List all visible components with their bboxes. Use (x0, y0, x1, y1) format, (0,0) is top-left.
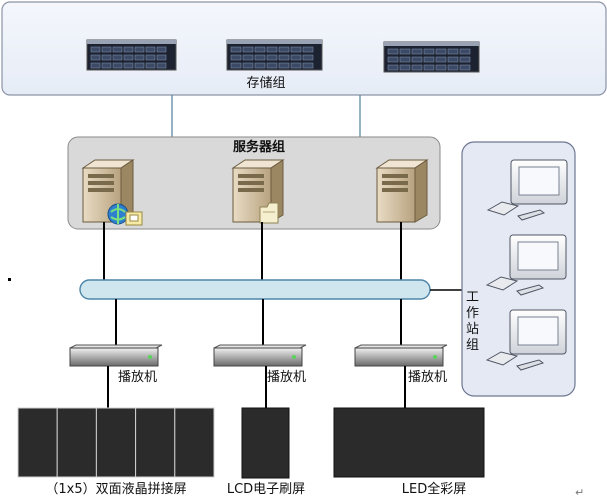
media-player-icon (213, 344, 307, 367)
workstation-icon (485, 234, 567, 296)
splice-panel (17, 407, 58, 478)
server-tower-icon (375, 159, 429, 223)
dot-mark (8, 278, 11, 281)
player-label: 播放机 (408, 370, 448, 385)
media-player-icon (69, 344, 163, 367)
folder-icon (259, 202, 279, 224)
splice-panel (95, 407, 137, 478)
workstation-label-char: 作 (466, 306, 480, 321)
workstation-label-char: 工 (466, 290, 480, 305)
led-display-label: LED全彩屏 (401, 482, 467, 497)
storage-array-icon (226, 39, 323, 71)
server-group-label: 服务器组 (232, 140, 286, 155)
workstation-icon (485, 309, 567, 371)
splice-wall-screen (17, 407, 215, 478)
splice-panel (135, 407, 176, 478)
media-player-icon (354, 344, 448, 367)
globe-folder-icon (107, 203, 143, 226)
storage-array-icon (383, 41, 480, 73)
storage-group-label: 存储组 (246, 76, 286, 91)
player-label: 播放机 (118, 370, 158, 385)
storage-array-icon (86, 39, 177, 71)
workstation-label-char: 组 (466, 338, 480, 353)
return-mark-icon: ↵ (575, 486, 584, 499)
splice-panel (174, 407, 215, 478)
player-label: 播放机 (267, 370, 307, 385)
lcd-display-screen (241, 407, 290, 479)
splice-wall-label: （1x5）双面液晶拼接屏 (45, 482, 187, 497)
lcd-display-label: LCD电子刷屏 (226, 482, 306, 497)
workstation-icon (486, 159, 568, 221)
splice-panel (56, 407, 97, 478)
led-display-screen (333, 407, 485, 478)
workstation-label-char: 站 (466, 322, 480, 337)
network-bus-icon (79, 279, 431, 300)
